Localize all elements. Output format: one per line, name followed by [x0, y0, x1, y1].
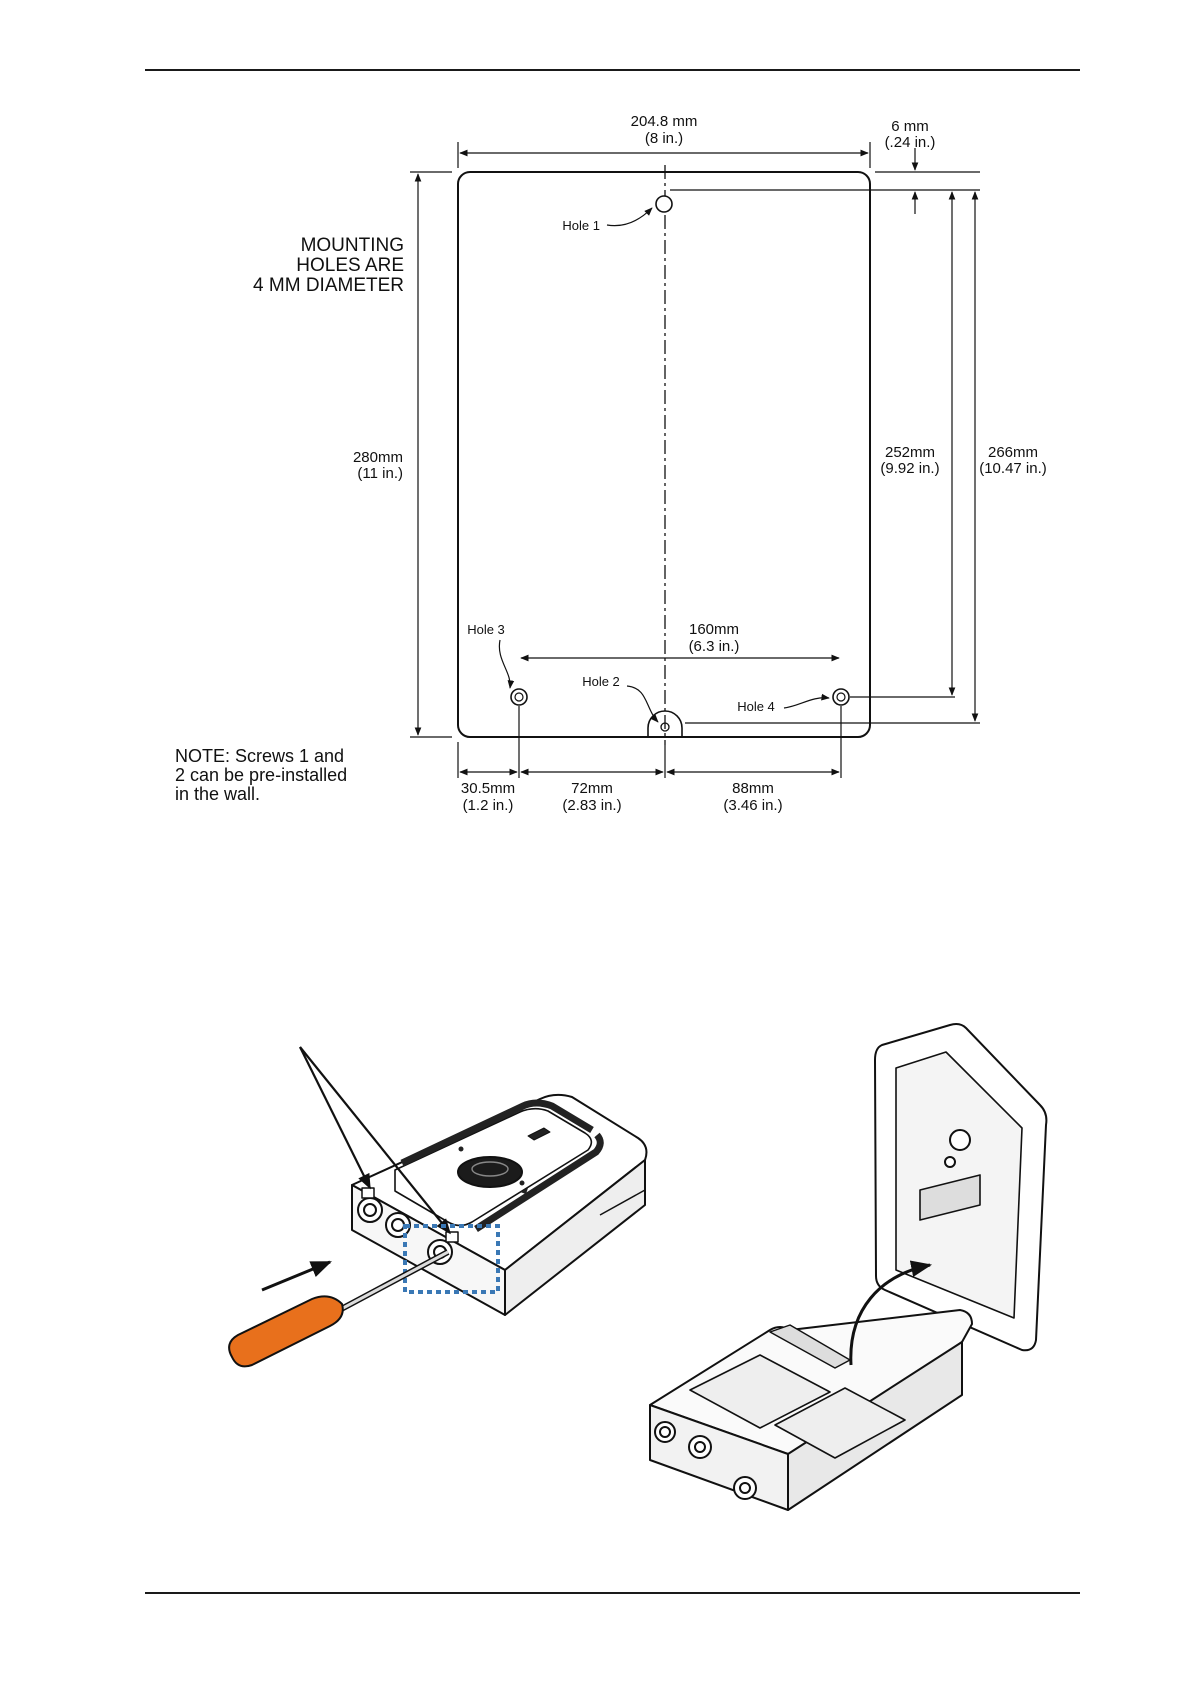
hole-span-label-mm: 252mm — [885, 444, 935, 461]
push-arrow — [262, 1262, 330, 1290]
height-label-inch: (11 in.) — [357, 465, 403, 482]
hole-1 — [656, 196, 672, 212]
hole-span-outer-label-inch: (10.47 in.) — [979, 460, 1047, 477]
hole-1-label: Hole 1 — [562, 218, 600, 233]
port-open-3-inner — [740, 1483, 750, 1493]
offset-2-label-mm: 72mm — [571, 780, 613, 797]
status-dot-1-icon — [459, 1147, 464, 1152]
mounting-note-line-1: MOUNTING — [301, 235, 404, 256]
enclosure-outline — [458, 172, 870, 737]
screw-note-line-2: 2 can be pre-installed — [175, 765, 347, 785]
open-enclosure-illustration — [650, 1024, 1046, 1510]
port-front-1-inner — [364, 1204, 376, 1216]
offset-3-label-mm: 88mm — [732, 780, 774, 797]
bottom-span-label-inch: (6.3 in.) — [689, 638, 740, 655]
height-label-mm: 280mm — [353, 449, 403, 466]
lid-boss — [950, 1130, 970, 1150]
hole-4 — [833, 689, 849, 705]
port-front-2-inner — [392, 1219, 404, 1231]
bottom-span-label-mm: 160mm — [689, 621, 739, 638]
hole-span-outer-label-mm: 266mm — [988, 444, 1038, 461]
width-label-inch: (8 in.) — [645, 130, 683, 147]
offset-1-label-inch: (1.2 in.) — [463, 797, 514, 814]
hole-4-label: Hole 4 — [737, 699, 775, 714]
port-open-2-inner — [695, 1442, 705, 1452]
port-open-1-inner — [660, 1427, 670, 1437]
hole-4-leader — [784, 698, 829, 708]
release-clip-left — [362, 1188, 374, 1198]
status-dot-2-icon — [520, 1181, 525, 1186]
hole-2-leader — [627, 686, 658, 722]
offset-1-label-mm: 30.5mm — [461, 780, 515, 797]
mounting-note-line-3: 4 MM DIAMETER — [253, 275, 404, 296]
mounting-note-line-2: HOLES ARE — [296, 255, 404, 276]
screw-note-line-3: in the wall. — [175, 784, 260, 804]
screwdriver-icon — [229, 1252, 448, 1366]
width-label-mm: 204.8 mm — [631, 113, 698, 130]
screw-note-line-1: NOTE: Screws 1 and — [175, 746, 344, 766]
hole-2-label: Hole 2 — [582, 674, 620, 689]
hole-1-leader — [607, 208, 652, 226]
pointer-line-left — [300, 1047, 370, 1188]
offset-2-label-inch: (2.83 in.) — [562, 797, 621, 814]
edge-label-inch: (.24 in.) — [885, 134, 936, 151]
release-clip-right — [446, 1232, 458, 1242]
lid-boss-small — [945, 1157, 955, 1167]
hole-3 — [511, 689, 527, 705]
hole-3-label: Hole 3 — [467, 622, 505, 637]
edge-label-mm: 6 mm — [891, 118, 929, 135]
offset-3-label-inch: (3.46 in.) — [723, 797, 782, 814]
hole-3-leader — [499, 640, 510, 688]
hole-span-label-inch: (9.92 in.) — [880, 460, 939, 477]
